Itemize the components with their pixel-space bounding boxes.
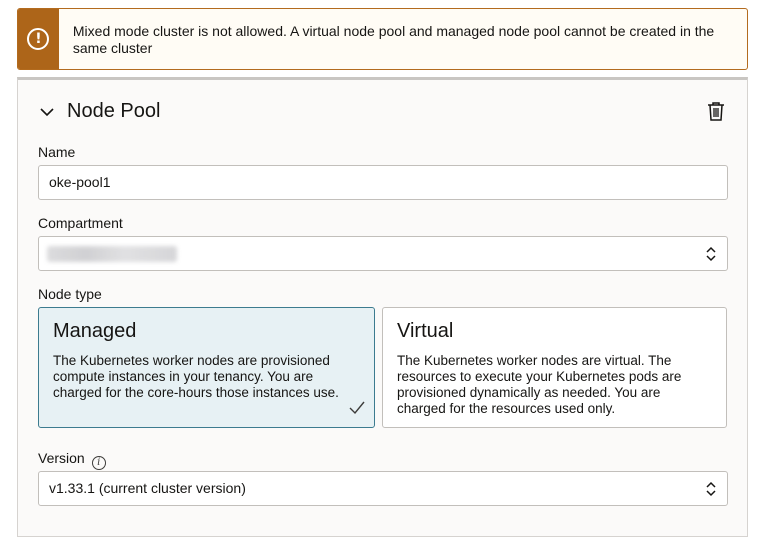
version-label-row: Version i [38,450,106,470]
trash-icon[interactable] [707,101,725,121]
redacted-value [47,246,177,262]
managed-description: The Kubernetes worker nodes are provisio… [53,353,339,400]
node-type-virtual-card[interactable]: Virtual The Kubernetes worker nodes are … [382,307,727,428]
virtual-title: Virtual [397,320,454,342]
node-type-label: Node type [38,286,102,302]
managed-title: Managed [53,320,137,342]
info-icon[interactable]: i [91,456,106,470]
compartment-select[interactable] [38,236,728,271]
warning-banner: ! Mixed mode cluster is not allowed. A v… [17,8,748,70]
version-label: Version [38,450,85,466]
compartment-label: Compartment [38,215,123,231]
node-pool-header[interactable]: Node Pool [38,100,160,123]
select-arrows-icon [706,481,716,497]
node-pool-panel: Node Pool Name oke-pool1 Compartment Nod… [17,77,748,537]
warning-message: Mixed mode cluster is not allowed. A vir… [72,23,715,56]
virtual-description: The Kubernetes worker nodes are virtual.… [397,353,682,416]
node-pool-title: Node Pool [67,100,161,122]
name-label: Name [38,144,76,160]
version-select[interactable]: v1.33.1 (current cluster version) [38,471,728,506]
name-input[interactable]: oke-pool1 [38,165,728,200]
checkmark-icon [349,401,365,415]
exclamation-icon: ! [27,28,50,50]
warning-icon-box: ! [18,9,59,69]
select-arrows-icon [706,246,716,262]
chevron-down-icon[interactable] [38,103,56,121]
node-type-managed-card[interactable]: Managed The Kubernetes worker nodes are … [38,307,375,428]
version-value: v1.33.1 (current cluster version) [49,480,246,496]
